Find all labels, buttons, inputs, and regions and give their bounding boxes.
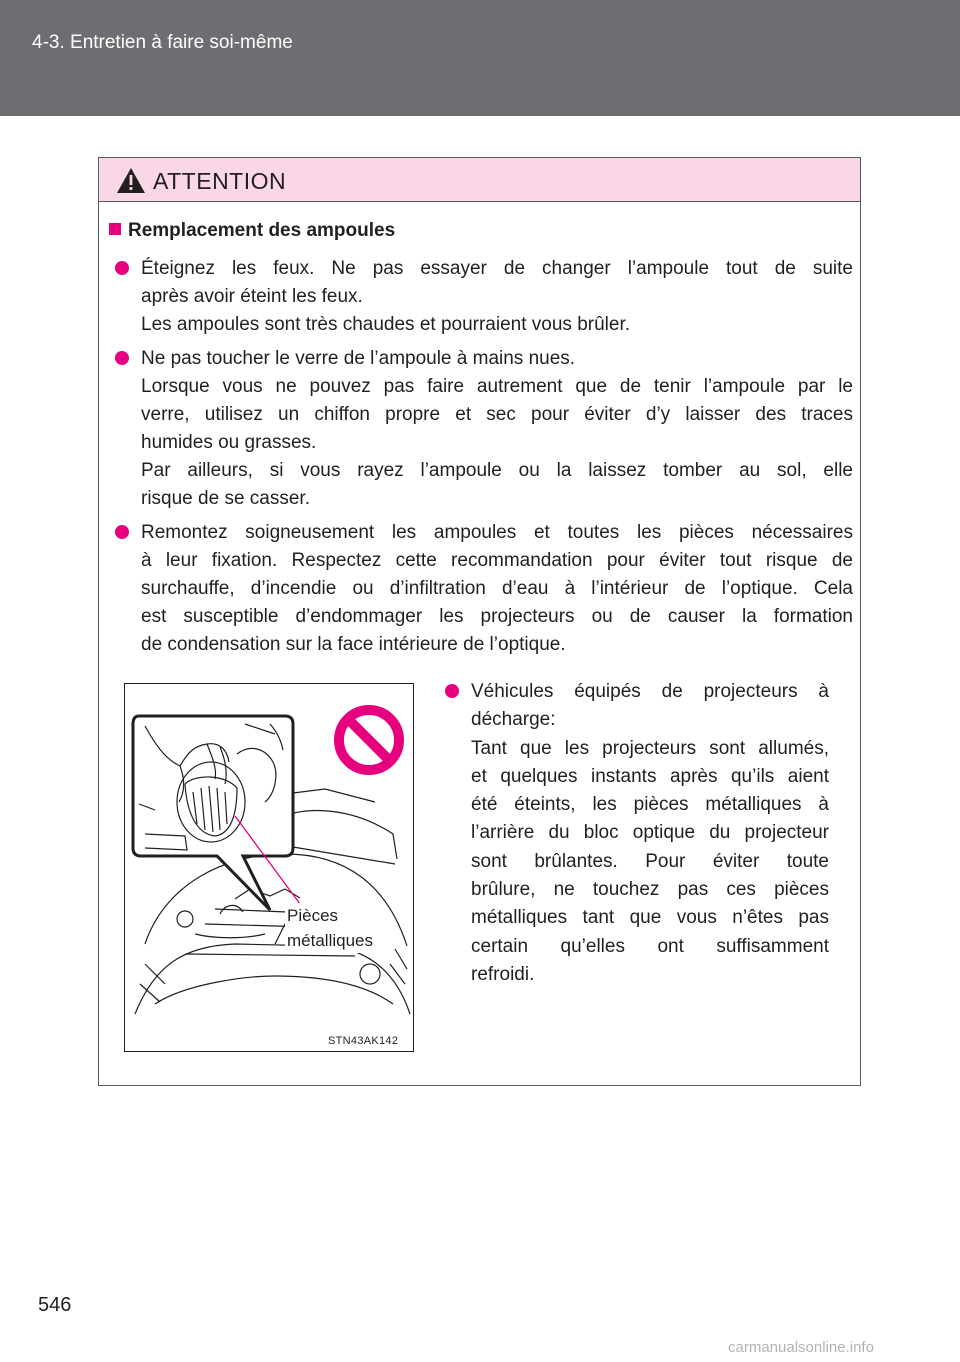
bullet-line: Ne pas toucher le verre de l’ampoule à m… xyxy=(141,348,576,369)
bullet-line: décharge: xyxy=(471,709,556,731)
metal-parts-callout: Pièces métalliques xyxy=(285,903,375,953)
caution-header: ATTENTION xyxy=(99,158,860,202)
page-number: 546 xyxy=(38,1294,72,1316)
engine-bay-drawing xyxy=(131,705,411,1015)
bullet-line: humides ou grasses. xyxy=(141,432,317,453)
bullet-line: à leur fixation. Respectez cette recomma… xyxy=(141,550,853,571)
prohibition-icon xyxy=(334,705,404,775)
caution-box: ATTENTION Remplacement des ampoules Étei… xyxy=(98,157,861,1086)
warning-triangle-icon xyxy=(117,168,145,193)
figure-code: STN43AK142 xyxy=(328,1035,399,1047)
callout-line: métalliques xyxy=(287,931,373,950)
bullet-discharge-headlights: Véhicules équipés de projecteurs à décha… xyxy=(445,678,829,989)
bullet-line: Tant que les projecteurs sont allumés, xyxy=(471,737,829,759)
bullet-line: l’arrière du bloc optique du projecteur xyxy=(471,822,829,844)
bullet-glass-touch: Ne pas toucher le verre de l’ampoule à m… xyxy=(115,345,853,513)
bullet-line: verre, utilisez un chiffon propre et sec… xyxy=(141,404,853,425)
bullet-line: Véhicules équipés de projecteurs à xyxy=(471,681,829,702)
bullet-line: est susceptible d’endommager les project… xyxy=(141,606,853,627)
header-band: 4-3. Entretien à faire soi-même xyxy=(0,0,960,116)
bullet-line: Par ailleurs, si vous rayez l’ampoule ou… xyxy=(141,460,853,481)
bullet-line: refroidi. xyxy=(471,963,535,985)
watermark: carmanualsonline.info xyxy=(728,1339,874,1356)
bullet-line: et quelques instants après qu’ils aient xyxy=(471,765,829,787)
bullet-dot-icon xyxy=(445,684,459,698)
bullet-line: été éteints, les pièces métalliques à xyxy=(471,794,829,816)
section-title: 4-3. Entretien à faire soi-même xyxy=(32,32,293,53)
caution-title: ATTENTION xyxy=(153,168,287,194)
bullet-line: de condensation sur la face intérieure d… xyxy=(141,634,566,655)
bullet-line: métalliques tant que vous n’êtes pas xyxy=(471,907,829,929)
bullet-line: risque de se casser. xyxy=(141,488,310,509)
callout-line: Pièces xyxy=(287,906,339,925)
bullet-line: Remontez soigneusement les ampoules et t… xyxy=(141,522,853,543)
bullet-line: après avoir éteint les feux. xyxy=(141,286,363,307)
subheading-text: Remplacement des ampoules xyxy=(128,220,396,241)
bullet-line: brûlure, ne touchez pas ces pièces xyxy=(471,879,829,901)
bullet-dot-icon xyxy=(115,525,129,539)
bullet-line: certain qu’elles ont suffisamment xyxy=(471,935,829,957)
engine-bay-illustration: Pièces métalliques STN43AK142 xyxy=(124,683,414,1052)
bullet-line: surchauffe, d’incendie ou d’infiltration… xyxy=(141,578,853,599)
bullet-refit: Remontez soigneusement les ampoules et t… xyxy=(115,519,853,659)
bullet-dot-icon xyxy=(115,351,129,365)
bullet-dot-icon xyxy=(115,261,129,275)
subheading: Remplacement des ampoules xyxy=(109,220,395,242)
bullet-line: Éteignez les feux. Ne pas essayer de cha… xyxy=(141,258,853,279)
bullet-line: sont brûlantes. Pour éviter toute xyxy=(471,850,829,872)
square-bullet-icon xyxy=(109,223,121,235)
bullet-line: Les ampoules sont très chaudes et pourra… xyxy=(141,314,631,335)
bullet-lamp-hot: Éteignez les feux. Ne pas essayer de cha… xyxy=(115,255,853,339)
bullet-line: Lorsque vous ne pouvez pas faire autreme… xyxy=(141,376,853,397)
